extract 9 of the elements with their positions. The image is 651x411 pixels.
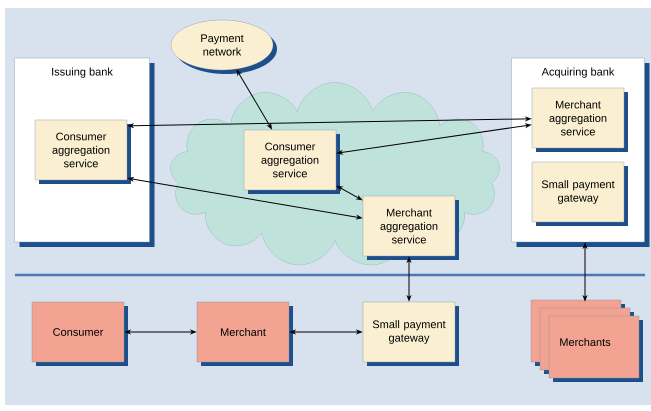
service-box: Small payment gateway	[532, 162, 628, 226]
service-box: Merchant aggregation service	[532, 88, 628, 152]
party-box: Merchant	[196, 302, 293, 366]
service-box: Small payment gateway	[362, 302, 459, 366]
service-box: Consumer aggregation service	[244, 130, 340, 194]
service-box: Consumer aggregation service	[34, 120, 131, 184]
merchant-stack: Merchants	[530, 300, 643, 382]
party-box: Consumer	[32, 302, 128, 366]
service-box: Merchant aggregation service	[362, 196, 459, 260]
